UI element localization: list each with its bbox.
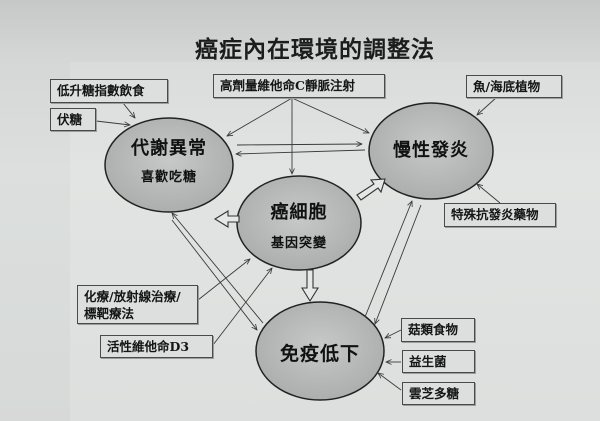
box-fu-sugar: 伏糖 — [50, 108, 96, 131]
arrow-lowgi-to-metabolic — [122, 102, 135, 118]
arrow-immunity-to-inflammation — [364, 201, 412, 318]
block-arrow-cancer-to-immunity — [301, 269, 319, 303]
box-chemo-line2: 標靶療法 — [84, 306, 135, 321]
node-immunity-title: 免疫低下 — [279, 343, 360, 365]
box-chemo-radiation-targeted: 化療/放射線治療/ 標靶療法 — [77, 285, 198, 324]
node-cancer-cell: 癌細胞 基因突變 — [239, 198, 359, 251]
arrow-inflammation-to-metabolic — [236, 149, 366, 154]
diagram-title: 癌症內在環境的調整法 — [195, 36, 435, 63]
node-inflammation: 慢性發炎 — [371, 136, 491, 162]
node-cancer-cell-subtitle: 基因突變 — [270, 236, 327, 251]
arrow-metabolic-to-inflammation — [236, 144, 362, 145]
node-metabolic-ellipse — [104, 117, 234, 213]
arrow-immunity-to-metabolic — [172, 213, 264, 324]
arrow-metabolic-to-immunity — [171, 219, 257, 330]
node-cancer-cell-ellipse — [236, 175, 362, 271]
box-fish-seaweed: 魚/海底植物 — [466, 75, 562, 98]
box-low-gi-diet: 低升糖指數飲食 — [50, 79, 168, 103]
box-probiotics: 益生菌 — [402, 350, 475, 373]
node-immunity-ellipse — [255, 301, 385, 401]
node-inflammation-title: 慢性發炎 — [393, 140, 469, 161]
node-metabolic: 代謝異常 喜歡吃糖 — [109, 134, 229, 185]
node-cancer-cell-title: 癌細胞 — [270, 202, 328, 223]
box-vitamin-d3: 活性維他命D3 — [100, 335, 213, 358]
node-immunity: 免疫低下 — [255, 339, 385, 366]
box-anti-inflammatory: 特殊抗發炎藥物 — [444, 203, 556, 227]
arrow-vitc-to-inflammation — [291, 97, 369, 133]
box-mushroom: 菇類食物 — [401, 318, 475, 342]
node-metabolic-title: 代謝異常 — [131, 138, 207, 159]
arrow-antiinflam-to-inflammation — [477, 184, 501, 204]
block-arrow-cancer-to-metabolic — [213, 210, 240, 228]
node-metabolic-subtitle: 喜歡吃糖 — [140, 170, 197, 185]
arrow-fish-to-inflammation — [477, 96, 498, 115]
arrow-chemo-to-cancer — [197, 259, 250, 301]
block-arrow-cancer-to-inflammation — [356, 178, 386, 201]
arrow-d3-to-cancer — [212, 268, 272, 346]
arrow-fusugar-to-metabolic — [95, 120, 130, 125]
box-yunzhi: 雲芝多糖 — [402, 382, 475, 405]
node-inflammation-ellipse — [368, 102, 494, 200]
arrow-yunzhi-to-immunity — [378, 373, 402, 391]
arrow-mushroom-to-immunity — [385, 329, 402, 338]
arrow-vitc-to-metabolic — [227, 97, 293, 136]
arrow-inflammation-to-immunity — [375, 204, 422, 324]
box-chemo-line1: 化療/放射線治療/ — [84, 289, 181, 304]
box-vitamin-c-iv: 高劑量維他命C靜脈注射 — [213, 74, 385, 98]
